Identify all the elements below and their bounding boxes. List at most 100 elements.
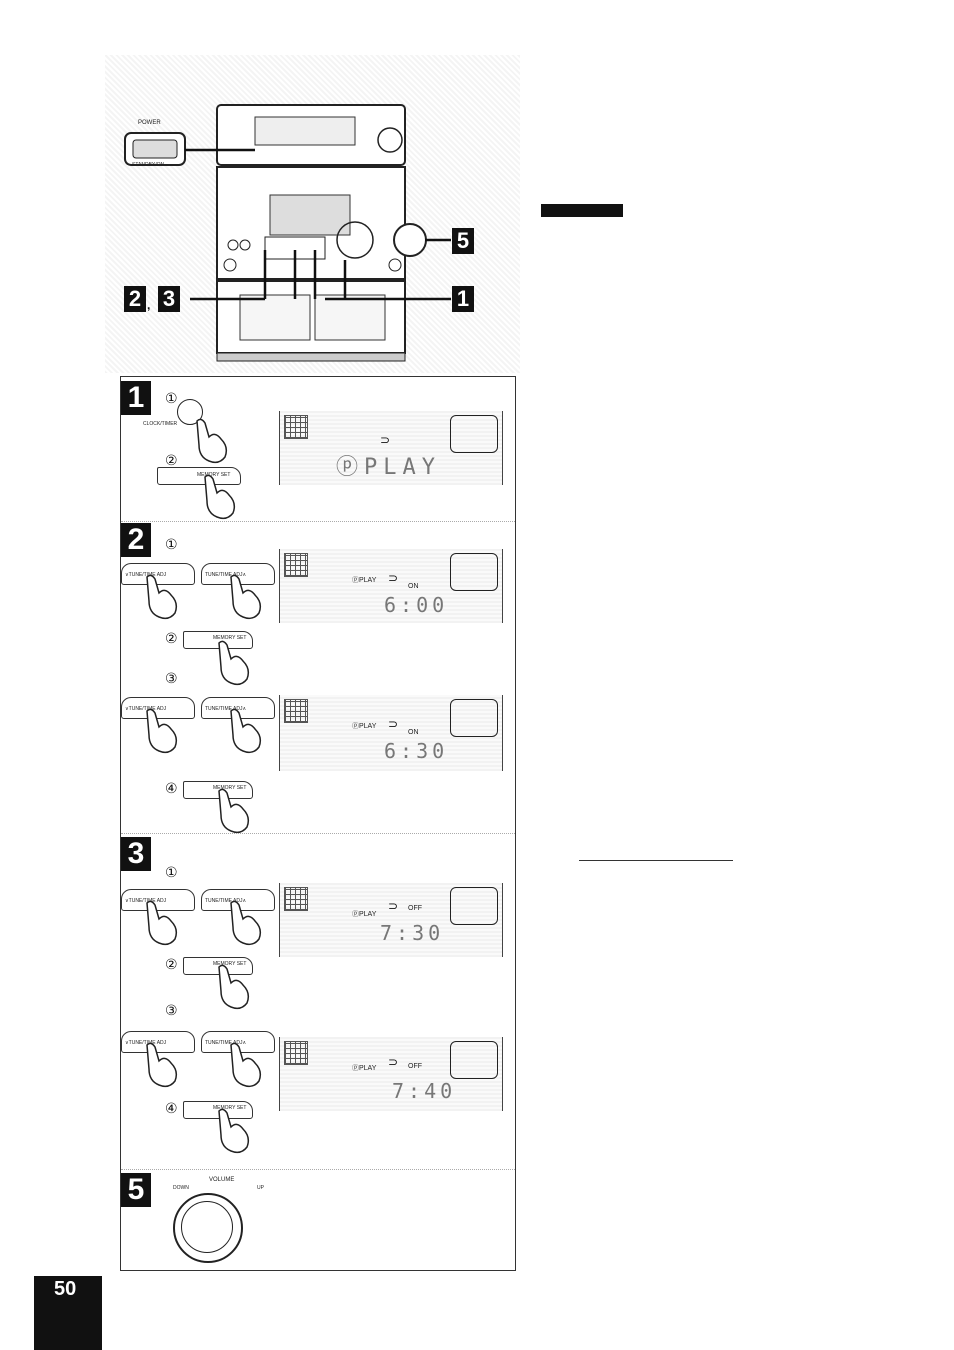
- callout-5: 5: [452, 228, 474, 254]
- tune-time-adj-down-button[interactable]: [121, 697, 195, 719]
- tune-down-label: ∨TUNE/TIME ADJ: [125, 706, 167, 712]
- grid-icon: [284, 415, 308, 439]
- hand-icon: [218, 640, 250, 686]
- step-3-sub-3: ③: [165, 1003, 178, 1019]
- volume-knob-inner: [181, 1201, 233, 1253]
- step-3-display-1: ⓟPLAY ⊃ OFF 7:30: [279, 883, 503, 957]
- display-symbol: ⊃: [388, 899, 399, 913]
- display-status: OFF: [408, 905, 422, 912]
- hand-icon: [146, 900, 178, 946]
- hand-icon: [230, 900, 262, 946]
- hand-icon: [230, 574, 262, 620]
- step-1-sub-1: ①: [165, 391, 178, 407]
- tune-down-label: ∨TUNE/TIME ADJ: [125, 898, 167, 904]
- volume-knob[interactable]: [173, 1193, 243, 1263]
- power-label: POWER: [138, 120, 161, 126]
- display-time: 6:00: [384, 593, 449, 617]
- step-3-sub-1: ①: [165, 865, 178, 881]
- display-time: 6:30: [384, 739, 449, 763]
- stereo-illustration: [124, 104, 451, 362]
- step-1-sub-2: ②: [165, 453, 178, 469]
- page-number: 50: [54, 1278, 77, 1300]
- clock-timer-button[interactable]: [177, 399, 203, 425]
- hand-icon: [204, 474, 236, 520]
- underline-rule: [579, 860, 733, 861]
- grid-icon: [284, 553, 308, 577]
- clock-timer-label: CLOCK/TIMER: [143, 421, 178, 427]
- step-divider: [121, 1169, 515, 1170]
- display-symbol: ⊃: [380, 433, 391, 447]
- tune-time-adj-down-button[interactable]: [121, 563, 195, 585]
- indicator-cluster: [450, 1041, 498, 1079]
- grid-icon: [284, 887, 308, 911]
- hand-icon: [218, 1108, 250, 1154]
- display-symbol: ⊃: [388, 571, 399, 585]
- memory-set-label: MEMORY SET: [197, 472, 231, 478]
- indicator-cluster: [450, 553, 498, 591]
- display-status: ON: [408, 583, 419, 590]
- hand-icon: [230, 1042, 262, 1088]
- tune-up-label: TUNE/TIME ADJ∧: [205, 706, 247, 712]
- step-3-badge: 3: [121, 837, 151, 871]
- display-mode: ⓟPLAY: [352, 911, 377, 918]
- step-2-sub-1: ①: [165, 537, 178, 553]
- tune-up-label: TUNE/TIME ADJ∧: [205, 572, 247, 578]
- display-symbol: ⊃: [388, 1055, 399, 1069]
- step-2-display-2: ⓟPLAY ⊃ ON 6:30: [279, 695, 503, 771]
- indicator-cluster: [450, 415, 498, 453]
- step-5-badge: 5: [121, 1173, 151, 1207]
- callout-separator: ,: [147, 298, 151, 312]
- indicator-cluster: [450, 699, 498, 737]
- tune-down-label: ∨TUNE/TIME ADJ: [125, 572, 167, 578]
- memory-set-button[interactable]: [183, 781, 253, 799]
- memory-set-button[interactable]: [183, 957, 253, 975]
- display-text: ⓟPLAY: [336, 455, 441, 480]
- tune-time-adj-down-button[interactable]: [121, 1031, 195, 1053]
- standby-label: STANDBY/ON: [132, 162, 165, 168]
- tune-up-label: TUNE/TIME ADJ∧: [205, 898, 247, 904]
- step-2-badge: 2: [121, 523, 151, 557]
- callout-3: 3: [158, 286, 180, 312]
- display-status: OFF: [408, 1063, 422, 1070]
- tune-time-adj-down-button[interactable]: [121, 889, 195, 911]
- display-mode: ⓟPLAY: [352, 723, 377, 730]
- display-mode: ⓟPLAY: [352, 577, 377, 584]
- step-3-sub-4: ④: [165, 1101, 178, 1117]
- step-divider: [121, 833, 515, 834]
- display-status: ON: [408, 729, 419, 736]
- indicator-cluster: [450, 887, 498, 925]
- display-time: 7:30: [380, 921, 445, 945]
- step-2-sub-4: ④: [165, 781, 178, 797]
- grid-icon: [284, 699, 308, 723]
- page-number-tab: [34, 1276, 102, 1350]
- tune-up-label: TUNE/TIME ADJ∧: [205, 1040, 247, 1046]
- memory-set-label: MEMORY SET: [213, 961, 247, 967]
- step-3-sub-2: ②: [165, 957, 178, 973]
- hand-icon: [196, 418, 228, 464]
- grid-icon: [284, 1041, 308, 1065]
- volume-up-label: UP: [257, 1185, 264, 1191]
- memory-set-label: MEMORY SET: [213, 1105, 247, 1111]
- step-2-sub-2: ②: [165, 631, 178, 647]
- hand-icon: [146, 708, 178, 754]
- hand-icon: [146, 574, 178, 620]
- tune-down-label: ∨TUNE/TIME ADJ: [125, 1040, 167, 1046]
- display-time: 7:40: [392, 1079, 457, 1103]
- display-symbol: ⊃: [388, 717, 399, 731]
- memory-set-label: MEMORY SET: [213, 785, 247, 791]
- hand-icon: [146, 1042, 178, 1088]
- hand-icon: [218, 964, 250, 1010]
- memory-set-button[interactable]: [183, 1101, 253, 1119]
- section-heading-bar: [541, 204, 623, 217]
- hand-icon: [230, 708, 262, 754]
- step-3-display-2: ⓟPLAY ⊃ OFF 7:40: [279, 1037, 503, 1111]
- memory-set-button[interactable]: [157, 467, 241, 485]
- memory-set-label: MEMORY SET: [213, 635, 247, 641]
- callout-2: 2: [124, 286, 146, 312]
- volume-down-label: DOWN: [173, 1185, 189, 1191]
- memory-set-button[interactable]: [183, 631, 253, 649]
- steps-panel: 1 ① CLOCK/TIMER ② MEMORY SET ⊃ ⓟPLAY 2 ①…: [120, 376, 516, 1271]
- step-1-display: ⊃ ⓟPLAY: [279, 411, 503, 485]
- step-1-badge: 1: [121, 381, 151, 415]
- hand-icon: [218, 788, 250, 834]
